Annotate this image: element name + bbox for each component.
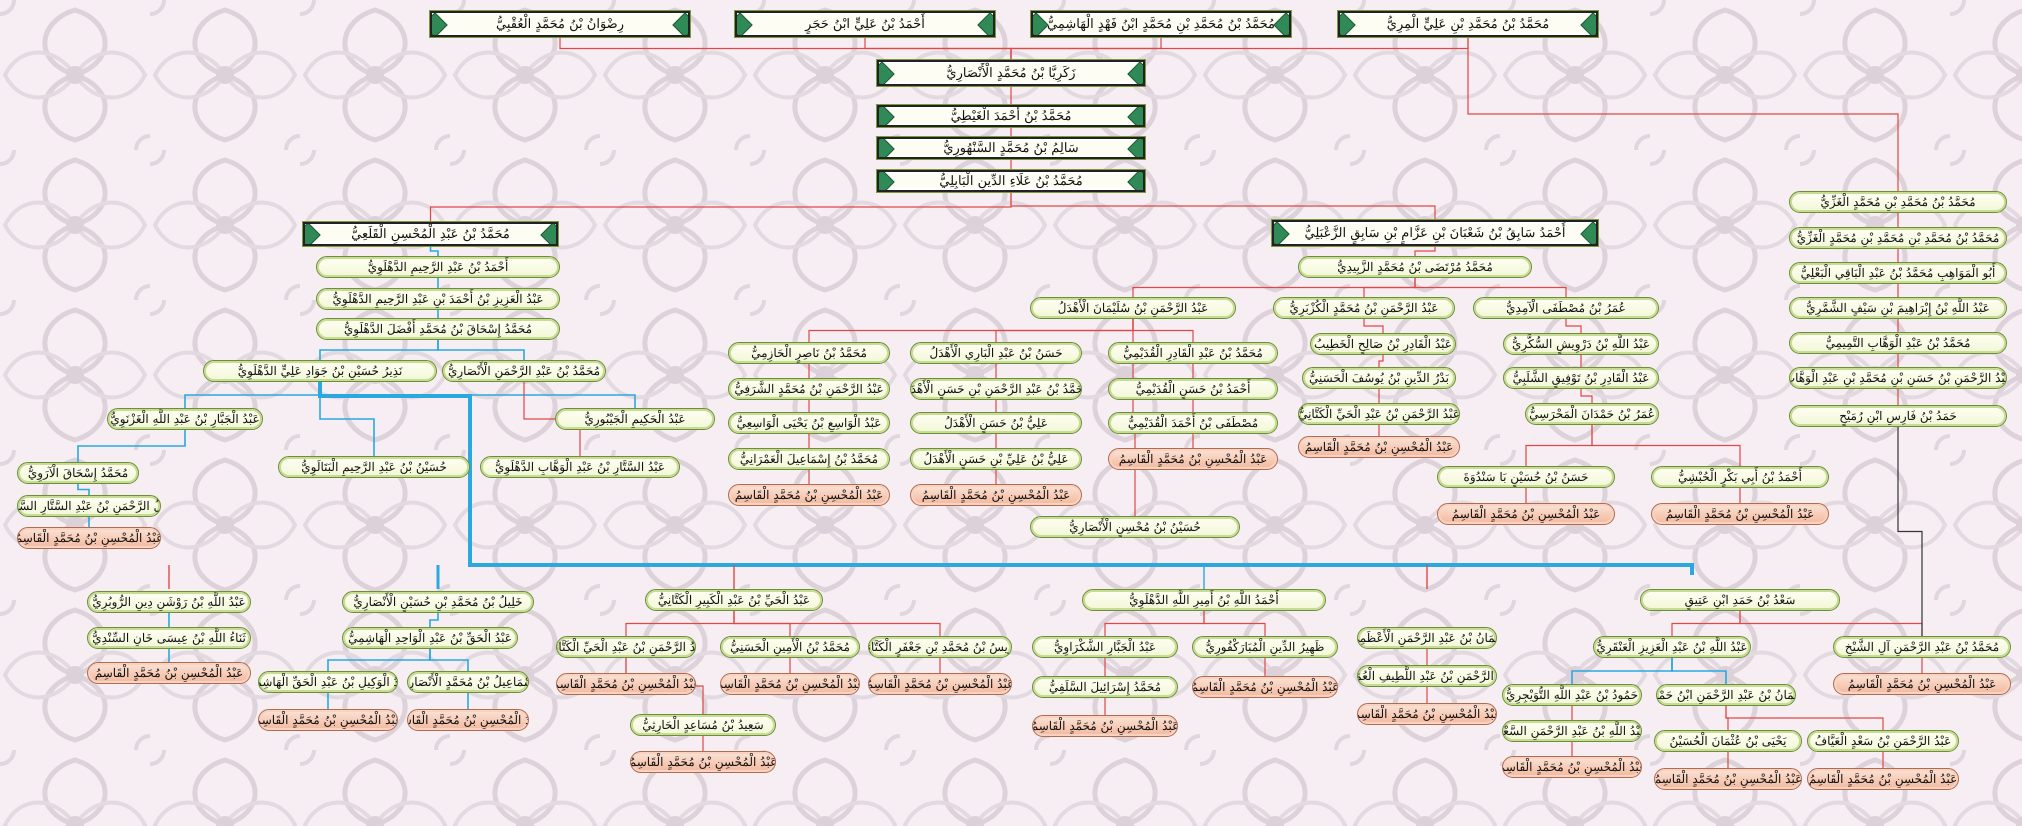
person-node-dah2: عَبْدُ الْعَزِيزِ بْنُ أَحْمَدَ بْنِ عَب…: [316, 288, 560, 310]
person-node-sindi: ثَنَاءُ اللَّهِ بْنُ عِيسَى خَانِ السِّن…: [87, 627, 251, 649]
person-node-wakil: عَبْدُ الْوَكِيلِ بْنُ عَبْدِ الْحَقِّ ا…: [258, 671, 398, 693]
person-node-ha1: مُحَمَّدُ بْنُ نَاصِرٍ الْحَازِمِيُّ: [728, 342, 890, 364]
person-node-t4: رِضْوَانُ بْنُ مُحَمَّدٍ الْعُقْبِيُّ: [430, 11, 690, 37]
person-node-atiq: سَعْدُ بْنُ حَمَدِ ابْنِ عَتِيقٍ: [1640, 589, 1840, 611]
person-node-g3: أَبُو الْمَوَاهِبِ مُحَمَّدُ بْنُ عَبْدِ…: [1789, 262, 2007, 284]
person-node-kattani1: عَبْدُ الرَّحْمَنِ بْنُ عَبْدِ الْحَيِّ …: [1298, 403, 1460, 425]
person-node-sabiq: أَحْمَدُ سَابِقُ بْنُ شَعْبَانَ بْنِ عَز…: [1272, 220, 1598, 246]
person-node-ha4: مُحَمَّدُ بْنُ إِسْمَاعِيلَ الْعَمْرَانِ…: [728, 448, 890, 470]
person-node-g1: مُحَمَّدُ بْنُ مُحَمَّدِ بْنِ مُحَمَّدٍ …: [1789, 191, 2007, 213]
person-node-q_arawi: عَبْدُ الْمُحْسِنِ بْنُ مُحَمَّدٍ الْقَا…: [17, 527, 161, 549]
person-node-t2: مُحَمَّدُ بْنُ مُحَمَّدِ بْنِ مُحَمَّدٍ …: [1031, 11, 1291, 37]
person-node-hb3: عَلِيُّ بْنُ حَسَنٍ الْأَهْدَلُ: [910, 412, 1082, 434]
person-node-hb2: مُحَمَّدُ بْنُ عَبْدِ الرَّحْمَنِ بْنِ ح…: [910, 378, 1082, 400]
person-node-azami: نُعْمَانُ بْنُ عَبْدِ الرَّحْمَنِ الْأَع…: [1357, 627, 1497, 649]
person-node-khatib: عَبْدُ الْقَادِرِ بْنُ صَالِحٍ الْخَطِيب…: [1310, 333, 1456, 355]
person-node-q_latif: عَبْدُ الْمُحْسِنِ بْنُ مُحَمَّدٍ الْقَا…: [1357, 703, 1497, 725]
person-node-mubarak: ظَهِيرُ الدِّينِ الْمُبَارَكْفُورِيُّ: [1192, 636, 1338, 658]
person-node-q_sadi: عَبْدُ الْمُحْسِنِ بْنُ مُحَمَّدٍ الْقَا…: [1502, 756, 1642, 778]
person-node-ha2: عَبْدُ الرَّحْمَنِ بْنُ مُحَمَّدٍ الشَّر…: [728, 378, 890, 400]
person-node-q_ayyaf: عَبْدُ الْمُحْسِنِ بْنُ مُحَمَّدٍ الْقَا…: [1807, 768, 1959, 790]
person-node-q_ha: عَبْدُ الْمُحْسِنِ بْنُ مُحَمَّدٍ الْقَا…: [728, 484, 890, 506]
person-node-g5: مُحَمَّدُ بْنُ عَبْدِ الْوَهَّابِ التَّم…: [1789, 332, 2007, 354]
person-node-harithi: سَعِيدُ بْنُ مُسَاعِدٍ الْحَارِثِيُّ: [630, 714, 776, 736]
person-node-sanh: سَالِمُ بْنُ مُحَمَّدٍ السَّنْهُورِيُّ: [877, 137, 1145, 159]
person-node-hb4: عَلِيُّ بْنُ عَلِيِّ بْنِ حَسَنٍ الْأَهْ…: [910, 448, 1082, 470]
person-node-muhsin_ans: حُسَيْنُ بْنُ مُحْسِنٍ الْأَنْصَارِيُّ: [1030, 516, 1240, 538]
person-node-q_sand: عَبْدُ الْمُحْسِنِ بْنُ مُحَمَّدٍ الْقَا…: [1437, 503, 1615, 525]
person-node-shakrawi: عَبْدُ الْجَبَّارِ الشَّكْرَاوِيُّ: [1032, 636, 1178, 658]
person-node-ha3: عَبْدُ الْوَاسِعِ بْنُ يَحْيَى الْوَاسِع…: [728, 412, 890, 434]
person-node-idris: إِدْرِيسُ بْنُ مُحَمَّدِ بْنِ جَعْفَرٍ ا…: [868, 636, 1012, 658]
person-node-zak: زَكَرِيَّا بْنُ مُحَمَّدٍ الْأَنْصَارِيُ…: [877, 60, 1145, 86]
person-node-kuz: عَبْدُ الرَّحْمَنِ بْنُ مُحَمَّدٍ الْكُز…: [1273, 297, 1455, 319]
person-node-t3: أَحْمَدُ بْنُ عَلِيٍّ ابْنُ حَجَرٍ: [735, 11, 995, 37]
person-node-q_kuz: عَبْدُ الْمُحْسِنِ بْنُ مُحَمَّدٍ الْقَا…: [1298, 436, 1460, 458]
person-node-q_ismail: عَبْدُ الْمُحْسِنِ بْنُ مُحَمَّدٍ الْقَا…: [407, 709, 529, 731]
person-node-ahdal: عَبْدُ الرَّحْمَنِ بْنُ سُلَيْمَانَ الْأ…: [1030, 297, 1236, 319]
person-node-babili: مُحَمَّدُ بْنُ عَلَاءِ الدِّينِ الْبَابِ…: [877, 170, 1145, 192]
person-node-ghaznawi: عَبْدُ الْجَبَّارِ بْنُ عَبْدِ اللَّهِ ا…: [107, 408, 263, 430]
person-node-hc2: أَحْمَدُ بْنُ حَسَنٍ الْقُدَيْمِيُّ: [1108, 378, 1278, 400]
person-node-ayyaf: عَبْدُ الرَّحْمَنِ بْنُ سَعْدٍ الْعَيَّا…: [1807, 730, 1959, 752]
person-node-sadi: عَبْدُ اللَّهِ بْنُ عَبْدِ الرَّحْمَنِ ا…: [1502, 720, 1642, 742]
person-node-khalil: خَلِيلُ بْنُ مُحَمَّدِ بْنِ حُسَيْنٍ الْ…: [342, 591, 534, 613]
person-node-q_hb: عَبْدُ الْمُحْسِنِ بْنُ مُحَمَّدٍ الْقَا…: [910, 484, 1082, 506]
person-node-hb1: حَسَنُ بْنُ عَبْدِ الْبَارِي الْأَهْدَلُ: [910, 342, 1082, 364]
person-node-q_alshaykh: عَبْدُ الْمُحْسِنِ بْنُ مُحَمَّدٍ الْقَا…: [1833, 673, 2011, 695]
person-node-g4: عَبْدُ اللَّهِ بْنُ إِبْرَاهِيمَ بْنِ سَ…: [1789, 297, 2007, 319]
person-node-nazir: نَذِيرُ حُسَيْنِ بْنُ جَوَادِ عَلِيٍّ ال…: [203, 360, 437, 382]
person-node-g7: حَمَدُ بْنُ فَارِسِ ابْنِ رُمَيْحٍ: [1789, 405, 2007, 427]
person-node-amadi: عُمَرُ بْنُ مُصْطَفَى الْآمِدِيُّ: [1473, 297, 1659, 319]
person-node-q_israil: عَبْدُ الْمُحْسِنِ بْنُ مُحَمَّدٍ الْقَا…: [1032, 715, 1178, 737]
person-node-habshi: أَحْمَدُ بْنُ أَبِي بَكْرٍ الْحُبْشِيُّ: [1651, 466, 1829, 488]
person-node-laif: عَبْدُ الرَّحْمَنِ بْنُ عَبْدِ اللَّطِيف…: [1357, 665, 1497, 687]
person-node-salafi1: فَضْلُ الرَّحْمَنِ بْنُ عَبْدِ السَّتَّا…: [17, 495, 161, 517]
person-node-israil: مُحَمَّدُ إِسْرَائِيلَ السَّلَفِيُّ: [1032, 676, 1178, 698]
person-node-batalawi: حُسَيْنُ بْنُ عَبْدِ الرَّحِيمِ الْبَتَا…: [278, 456, 470, 478]
person-node-hamdan: سُلَيْمَانُ بْنُ عَبْدِ الرَّحْمَنِ ابْن…: [1656, 684, 1796, 706]
person-node-g2: مُحَمَّدُ بْنُ مُحَمَّدِ بْنِ مُحَمَّدِ …: [1789, 227, 2007, 249]
person-node-q_habshi: عَبْدُ الْمُحْسِنِ بْنُ مُحَمَّدٍ الْقَا…: [1651, 503, 1829, 525]
person-node-ismail: إِسْمَاعِيلُ بْنُ مُحَمَّدٍ الْأَنْصَارِ…: [407, 671, 529, 693]
person-node-q_mubarak: عَبْدُ الْمُحْسِنِ بْنُ مُحَمَّدٍ الْقَا…: [1192, 676, 1338, 698]
person-node-ansari1: مُحَمَّدُ بْنُ عَبْدِ الرَّحْمَنِ الْأَن…: [442, 360, 606, 382]
person-node-g6: عَبْدُ الرَّحْمَنِ بْنُ حَسَنِ بْنِ مُحَ…: [1789, 367, 2007, 389]
person-node-q_idris: عَبْدُ الْمُحْسِنِ بْنُ مُحَمَّدٍ الْقَا…: [868, 673, 1012, 695]
person-node-q_hc: عَبْدُ الْمُحْسِنِ بْنُ مُحَمَّدٍ الْقَا…: [1108, 448, 1278, 470]
person-node-jayburi: عَبْدُ الْحَكِيمِ الْجَيْبُورِيُّ: [555, 408, 715, 430]
person-node-kattani2: عَبْدُ الرَّحْمَنِ بْنُ عَبْدِ الْحَيِّ …: [556, 636, 696, 658]
person-node-zabidi: مُحَمَّدُ مُرْتَضَى بْنُ مُحَمَّدٍ الزَّ…: [1298, 256, 1532, 278]
person-node-q_k2: عَبْدُ الْمُحْسِنِ بْنُ مُحَمَّدٍ الْقَا…: [556, 673, 696, 695]
person-node-tuwayjiri: حَمُودُ بْنُ عَبْدِ اللَّهِ التُّوَيْجِر…: [1502, 684, 1642, 706]
person-node-dah3: مُحَمَّدُ إِسْحَاقَ بْنُ مُحَمَّدِ أَفْض…: [316, 318, 560, 340]
person-node-hc3: مُصْطَفَى بْنُ أَحْمَدَ الْقُدَيْمِيُّ: [1108, 412, 1278, 434]
person-node-q_amin: عَبْدُ الْمُحْسِنِ بْنُ مُحَمَّدٍ الْقَا…: [720, 673, 860, 695]
person-node-q_sindi: عَبْدُ الْمُحْسِنِ بْنُ مُحَمَّدٍ الْقَا…: [87, 662, 251, 684]
person-node-arawi: مُحَمَّدُ إِسْحَاقَ الْآرَوِيُّ: [17, 462, 139, 484]
person-node-rawshan: عَبْدُ اللَّهِ بْنُ رَوْشَنِ دِينِ الرُّ…: [87, 591, 251, 613]
person-node-shalabi: عَبْدُ الْقَادِرِ بْنُ تَوْفِيقٍ الشَّلَ…: [1503, 367, 1659, 389]
person-node-kabir: عَبْدُ الْحَيِّ بْنُ عَبْدِ الْكَبِيرِ ا…: [645, 589, 823, 611]
person-node-sanduwa: حَسَنُ بْنُ حُسَيْنٍ بَا سَنْدُوَةَ: [1437, 466, 1615, 488]
person-node-ghitti: مُحَمَّدُ بْنُ أَحْمَدَ الْغَيْطِيُّ: [877, 105, 1145, 127]
person-node-hc1: مُحَمَّدُ بْنُ عَبْدِ الْقَادِرِ الْقُدَ…: [1108, 342, 1278, 364]
person-node-sattar: عَبْدُ السَّتَّارِ بْنُ عَبْدِ الْوَهَّا…: [480, 456, 680, 478]
person-node-q_uthman: عَبْدُ الْمُحْسِنِ بْنُ مُحَمَّدٍ الْقَا…: [1654, 768, 1802, 790]
person-node-dah1: أَحْمَدُ بْنُ عَبْدِ الرَّحِيمِ الدَّهْل…: [316, 256, 560, 278]
person-node-mahrasi: عُمَرُ بْنُ حَمْدَانَ الْمَحْرَسِيُّ: [1525, 403, 1659, 425]
person-node-amirallah: أَحْمَدُ اللَّهِ بْنُ أَمِيرِ اللَّهِ ال…: [1082, 589, 1326, 611]
person-node-anqari: عَبْدُ اللَّهِ بْنُ عَبْدِ الْعَزِيزِ ال…: [1593, 636, 1751, 658]
person-node-q_wakil: عَبْدُ الْمُحْسِنِ بْنُ مُحَمَّدٍ الْقَا…: [258, 709, 398, 731]
person-node-hashimi: عَبْدُ الْحَقِّ بْنُ عَبْدِ الْوَاحِدِ ا…: [342, 627, 518, 649]
person-node-badr: بَدْرُ الدِّينِ بْنُ يُوسُفَ الْحَسَنِيُ…: [1302, 367, 1456, 389]
person-node-q_harithi: عَبْدُ الْمُحْسِنِ بْنُ مُحَمَّدٍ الْقَا…: [630, 751, 776, 773]
person-node-uthman: يَحْيَى بْنُ عُثْمَانَ الْحُسَيْنُ: [1654, 730, 1802, 752]
person-node-amin: مُحَمَّدُ بْنُ الْأَمِينِ الْحَسَنِيُّ: [720, 636, 860, 658]
person-node-sukkari: عَبْدُ اللَّهِ بْنُ دَرْوِيشٍ السُّكَّرِ…: [1503, 333, 1659, 355]
person-node-qalai: مُحَمَّدُ بْنُ عَبْدِ الْمُحْسِنِ الْقَل…: [303, 222, 558, 246]
person-node-t1: مُحَمَّدُ بْنُ مُحَمَّدِ بْنِ عَلِيٍّ ال…: [1338, 11, 1598, 37]
person-node-alshaykh: مُحَمَّدُ بْنُ عَبْدِ الرَّحْمَنِ آلِ ال…: [1833, 636, 2011, 658]
